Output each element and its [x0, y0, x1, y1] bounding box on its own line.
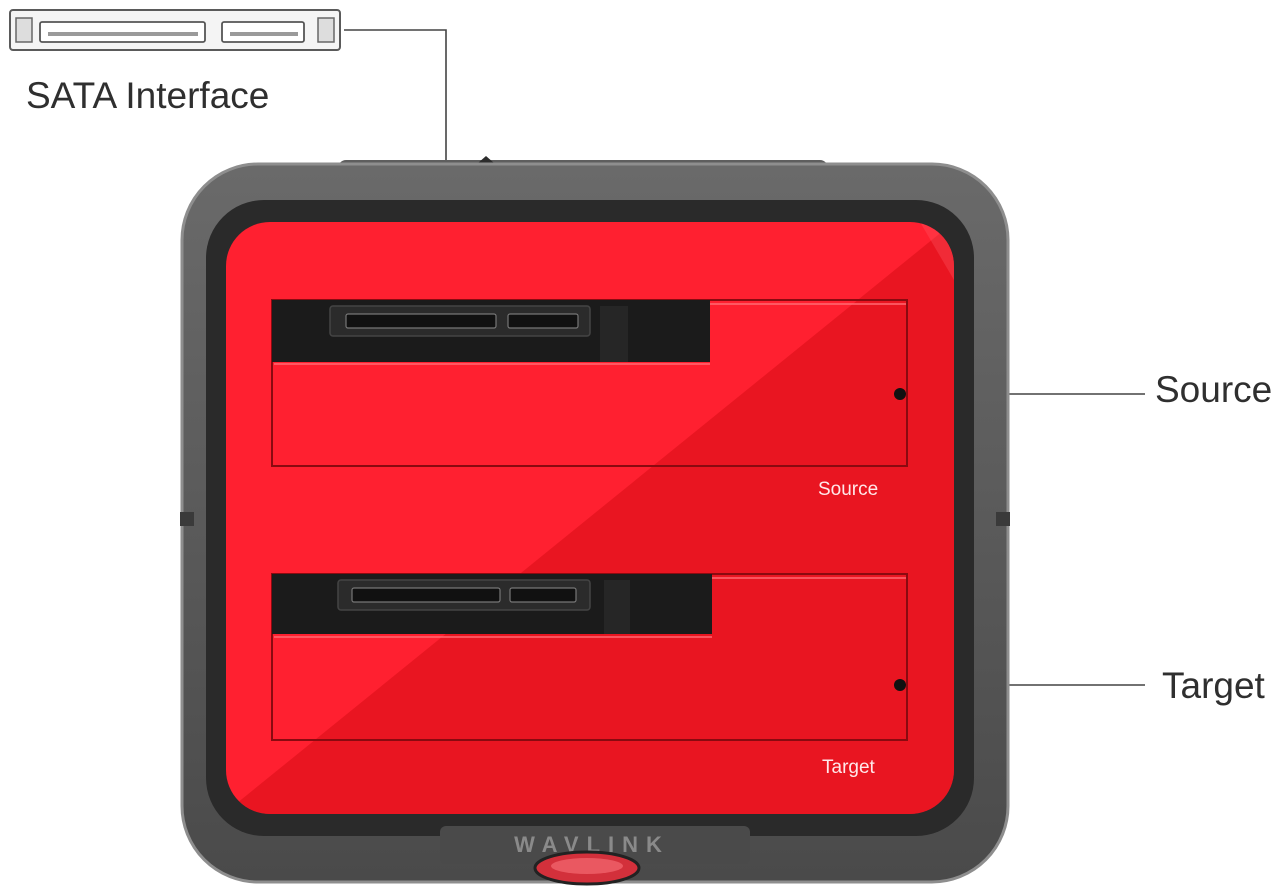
source-callout-label: Source: [1155, 369, 1272, 410]
source-bay: [271, 299, 908, 467]
target-bay-label: Target: [822, 757, 876, 778]
target-indicator-dot: [894, 679, 906, 691]
dock-body: [180, 156, 1010, 884]
source-indicator-dot: [894, 388, 906, 400]
target-bay: [271, 573, 908, 741]
target-callout-label: Target: [1162, 665, 1266, 706]
sata-connector-icon: [9, 9, 341, 51]
sata-interface-label: SATA Interface: [26, 75, 269, 116]
source-bay-label: Source: [818, 479, 878, 500]
dock-bottom: WAVLINK: [440, 826, 750, 886]
